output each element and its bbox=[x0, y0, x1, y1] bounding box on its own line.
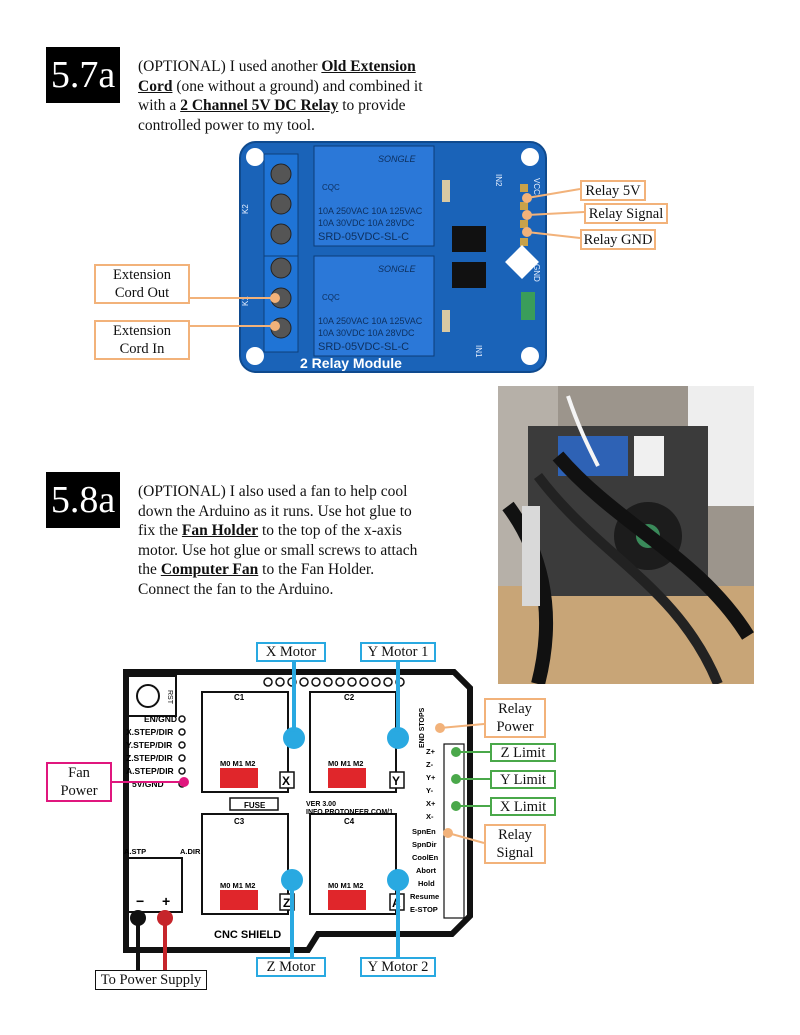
callout-y-motor-1: Y Motor 1 bbox=[360, 642, 436, 662]
callout-relay-gnd: Relay GND bbox=[580, 229, 656, 250]
limit-pin: Z- bbox=[426, 760, 434, 769]
cap-c4: C4 bbox=[344, 817, 355, 826]
relay-brand: SONGLE bbox=[378, 264, 417, 274]
end-stops-label: END STOPS bbox=[419, 707, 426, 748]
relay-callout-lines bbox=[190, 188, 585, 331]
step-text-part: (OPTIONAL) I used another bbox=[138, 58, 322, 75]
relay-module-image: SONGLE CQC 10A 250VAC 10A 125VAC 10A 30V… bbox=[239, 141, 547, 373]
pin-label: Z.STEP/DIR bbox=[126, 753, 173, 763]
callout-relay-signal-cnc: Relay Signal bbox=[484, 824, 546, 864]
relay-rating-2: 10A 30VDC 10A 28VDC bbox=[318, 218, 415, 228]
relay-bottom: SONGLE CQC 10A 250VAC 10A 125VAC 10A 30V… bbox=[313, 255, 435, 357]
limit-pin: Z+ bbox=[426, 747, 436, 756]
step-5-7a-text: (OPTIONAL) I used another Old Extension … bbox=[138, 57, 428, 135]
callout-relay-signal: Relay Signal bbox=[584, 203, 668, 224]
relay-brand: SONGLE bbox=[378, 154, 417, 164]
callout-to-power-supply: To Power Supply bbox=[95, 970, 207, 990]
callout-z-limit: Z Limit bbox=[490, 743, 556, 762]
control-pin: SpnDir bbox=[412, 840, 437, 849]
pin-label: EN/GND bbox=[144, 714, 177, 724]
control-pin: Hold bbox=[418, 879, 435, 888]
board-label: 2 Relay Module bbox=[300, 355, 402, 371]
step-text-part: to provide controlled power to my tool. bbox=[138, 97, 406, 134]
control-pin: SpnEn bbox=[412, 827, 436, 836]
control-pin: E-STOP bbox=[410, 905, 438, 914]
callout-fan-power: Fan Power bbox=[46, 762, 112, 802]
relay-model: SRD-05VDC-SL-C bbox=[318, 231, 409, 243]
callout-extension-cord-in: Extension Cord In bbox=[94, 320, 190, 360]
cap-c1: C1 bbox=[234, 693, 245, 702]
bold-computer-fan: Computer Fan bbox=[160, 561, 259, 578]
pin-vcc: VCC bbox=[532, 178, 541, 195]
url-label: INFO.PROTONEER.COM/1 bbox=[306, 809, 393, 816]
step-text-part: (one without a ground) and combined it w… bbox=[138, 77, 423, 115]
cnc-shield-diagram: RST EN/GND X.STEP/DIR Y.STEP/DIR Z.STEP/… bbox=[123, 669, 473, 953]
installed-hardware-photo bbox=[498, 386, 754, 684]
axis-z-label: Z bbox=[283, 896, 290, 910]
limit-pin: Y- bbox=[426, 786, 434, 795]
microstep-label: M0 M1 M2 bbox=[328, 759, 363, 768]
control-pin: CoolEn bbox=[412, 853, 439, 862]
bold-fan-holder: Fan Holder bbox=[181, 522, 259, 539]
cnc-callout-lines bbox=[112, 660, 490, 972]
limit-pin: X+ bbox=[426, 799, 436, 808]
pin-in1: IN1 bbox=[474, 345, 483, 358]
callout-extension-cord-out: Extension Cord Out bbox=[94, 264, 190, 304]
control-pin: Abort bbox=[416, 866, 436, 875]
relay-top: SONGLE CQC 10A 250VAC 10A 125VAC 10A 30V… bbox=[313, 145, 435, 247]
relay-model: SRD-05VDC-SL-C bbox=[318, 341, 409, 353]
limit-pin: Y+ bbox=[426, 773, 436, 782]
step-number-5-8a: 5.8a bbox=[46, 472, 120, 528]
relay-rating-2: 10A 30VDC 10A 28VDC bbox=[318, 328, 415, 338]
step-text-part: to the top of the x-axis motor. Use hot … bbox=[138, 522, 418, 578]
cap-c2: C2 bbox=[344, 693, 355, 702]
callout-x-limit: X Limit bbox=[490, 797, 556, 816]
pin-gnd: GND bbox=[532, 264, 541, 282]
callout-y-motor-2: Y Motor 2 bbox=[360, 957, 436, 977]
pin-label: Y.STEP/DIR bbox=[126, 740, 172, 750]
terminal-minus: − bbox=[136, 893, 144, 909]
relay-rating-1: 10A 250VAC 10A 125VAC bbox=[318, 316, 423, 326]
pin-in2: IN2 bbox=[494, 174, 503, 187]
cnc-shield-title: CNC SHIELD bbox=[214, 929, 281, 941]
control-pin: Resume bbox=[410, 892, 439, 901]
axis-x-label: X bbox=[282, 774, 290, 788]
axis-y-label: Y bbox=[392, 774, 400, 788]
limit-pin: X- bbox=[426, 812, 434, 821]
label-k2: K2 bbox=[241, 204, 250, 214]
step-number-5-7a: 5.7a bbox=[46, 47, 120, 103]
microstep-label: M0 M1 M2 bbox=[220, 759, 255, 768]
pin-label: 5V/GND bbox=[132, 779, 164, 789]
callout-z-motor: Z Motor bbox=[256, 957, 326, 977]
a-stp-label: A.STP bbox=[124, 847, 146, 856]
bold-relay: 2 Channel 5V DC Relay bbox=[180, 97, 339, 114]
pin-label: X.STEP/DIR bbox=[126, 727, 173, 737]
relay-rating-1: 10A 250VAC 10A 125VAC bbox=[318, 206, 423, 216]
callout-y-limit: Y Limit bbox=[490, 770, 556, 789]
fuse-label: FUSE bbox=[244, 801, 266, 810]
step-5-8a-text: (OPTIONAL) I also used a fan to help coo… bbox=[138, 482, 428, 599]
bold-old-extension-cord: Old Extension Cord bbox=[138, 58, 416, 95]
terminal-plus: + bbox=[162, 893, 170, 909]
version-label: VER 3.00 bbox=[306, 801, 336, 808]
relay-cert: CQC bbox=[322, 293, 340, 302]
callout-relay-5v: Relay 5V bbox=[580, 180, 646, 201]
a-dir-label: A.DIR bbox=[180, 847, 201, 856]
callout-x-motor: X Motor bbox=[256, 642, 326, 662]
cap-c3: C3 bbox=[234, 817, 245, 826]
rst-label: RST bbox=[166, 690, 173, 705]
microstep-label: M0 M1 M2 bbox=[220, 881, 255, 890]
callout-relay-power: Relay Power bbox=[484, 698, 546, 738]
label-k1: K1 bbox=[241, 296, 250, 306]
step-text-part: to the Fan Holder. Connect the fan to th… bbox=[138, 561, 375, 598]
relay-cert: CQC bbox=[322, 183, 340, 192]
step-text-part: (OPTIONAL) I also used a fan to help coo… bbox=[138, 483, 412, 539]
microstep-label: M0 M1 M2 bbox=[328, 881, 363, 890]
pin-label: A.STEP/DIR bbox=[126, 766, 174, 776]
